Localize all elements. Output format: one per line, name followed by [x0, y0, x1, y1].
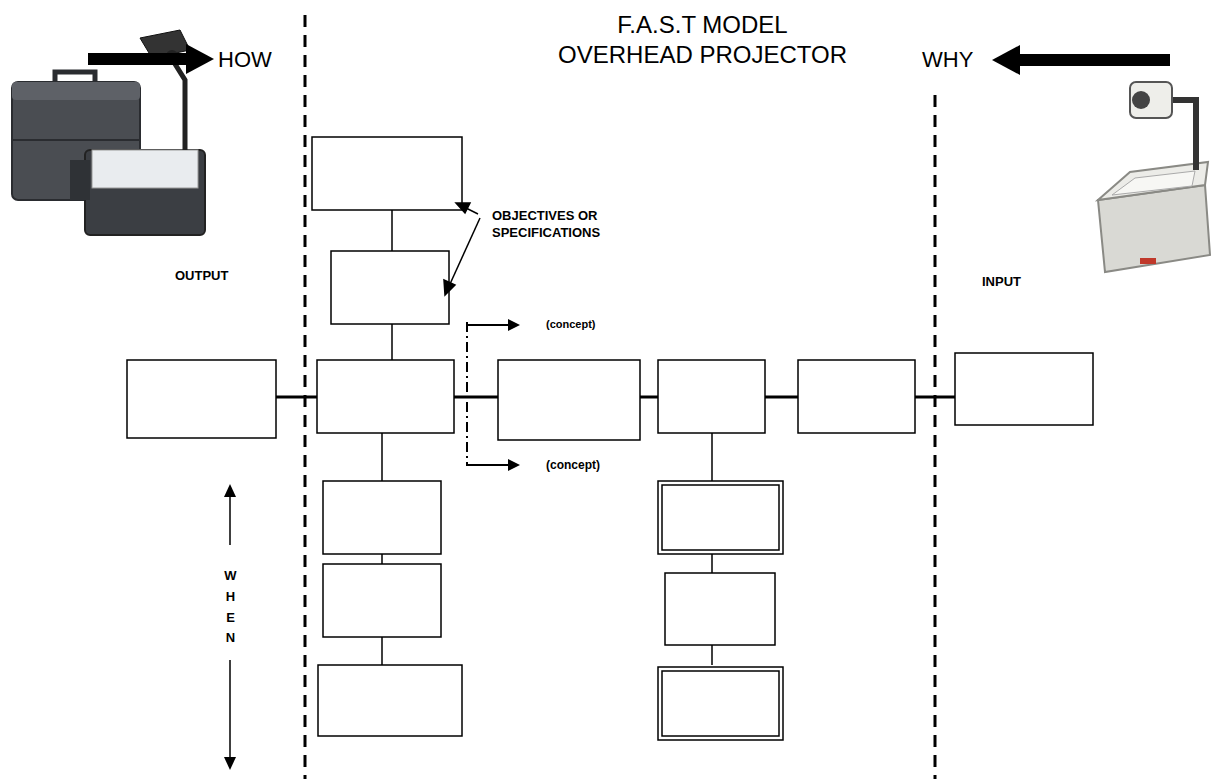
concept-label: (concept) — [546, 318, 596, 330]
input-label-holder: INPUT — [982, 274, 1021, 289]
output-label-holder: OUTPUT — [175, 268, 228, 283]
diagram-title: F.A.S.T MODEL OVERHEAD PROJECTOR — [555, 10, 850, 70]
function-box — [127, 137, 1093, 736]
direction-label-holder: WHY — [922, 47, 973, 73]
double-function-box — [658, 481, 783, 740]
overhead-projector-picture — [1098, 82, 1210, 272]
how-arrow — [88, 44, 214, 74]
direction-label-holder: HOW — [218, 47, 272, 73]
concept-label: (concept) — [546, 458, 600, 472]
when-arrow — [224, 484, 236, 770]
diagram-title-holder: F.A.S.T MODEL OVERHEAD PROJECTOR — [555, 10, 850, 70]
when-label-holder: WHEN — [224, 566, 237, 649]
when-label: WHEN — [224, 566, 237, 649]
why-arrow — [992, 45, 1170, 75]
input-label: INPUT — [982, 274, 1021, 289]
direction-label: HOW — [218, 47, 272, 73]
concept-label-holder: (concept) — [546, 458, 600, 472]
scope-line — [934, 95, 937, 779]
objectives-label-holder: OBJECTIVES OR SPECIFICATIONS — [492, 207, 627, 241]
objective-leader — [444, 203, 480, 295]
objectives-label: OBJECTIVES OR SPECIFICATIONS — [492, 207, 627, 241]
concept-line — [467, 319, 520, 471]
concept-label-holder: (concept) — [546, 318, 596, 330]
direction-label: WHY — [922, 47, 973, 73]
output-label: OUTPUT — [175, 268, 228, 283]
portable-projector-picture — [12, 30, 205, 235]
